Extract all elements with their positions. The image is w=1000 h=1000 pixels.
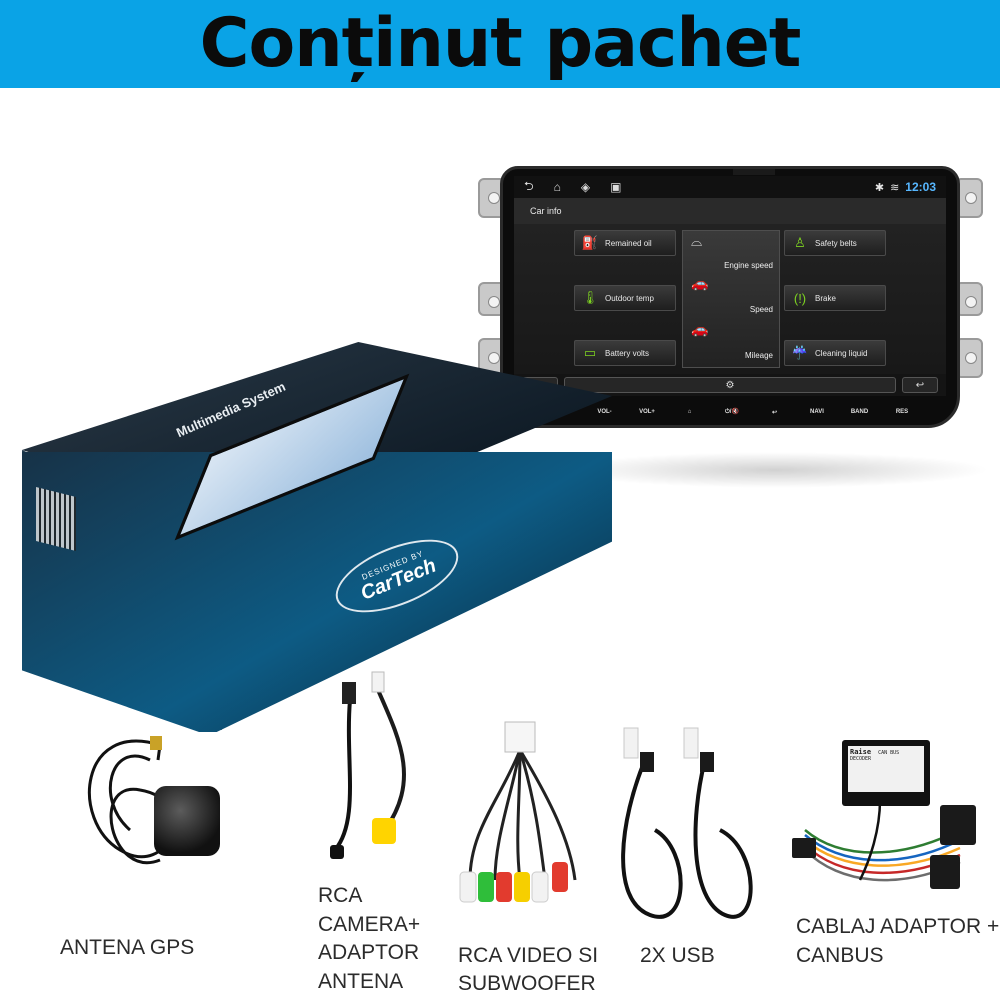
hw-button-vol-down[interactable]: VOL- [597,409,612,415]
rca-red-plug-2 [552,862,568,892]
caption-canbus: CABLAJ ADAPTOR + CANBUS [796,915,1000,967]
tile-cleaning-liquid[interactable]: ☔ Cleaning liquid [784,340,886,366]
speed-label: Speed [749,305,773,314]
header-banner: Conținut pachet [0,0,1000,88]
decoder-title: CAN BUS DECODER [850,750,900,762]
thermometer-icon: 🌡 [581,290,599,305]
decoder-label: Raise CAN BUS DECODER [848,746,924,792]
tile-safety-belts[interactable]: ♙ Safety belts [784,230,886,256]
rca-harness [468,749,577,881]
mount-bracket-top-right [955,178,983,218]
device-shadow [560,452,990,488]
canbus-connector-left [792,838,816,858]
tile-label: Battery volts [605,348,650,358]
mileage-label: Mileage [744,351,773,360]
rca-green-plug [478,872,494,902]
tile-brake[interactable]: (!) Brake [784,285,886,311]
wifi-icon: ≋ [890,181,900,194]
screen-title: Car info [530,206,562,216]
rca-yellow-plug [372,818,396,844]
decoder-brand: Raise [850,748,872,756]
head-unit-device: ⮌ ⌂ ◈ ▣ ✱ ≋ 12:03 Car info ⛽ Remained oi… [478,158,983,430]
center-status-panel: ⌓ Engine speed 🚗 Speed 🚗 Mileage [682,230,780,368]
hw-button-vol-up[interactable]: VOL+ [639,409,655,415]
usb-head-1 [640,752,654,772]
fuel-pump-icon: ⛽ [581,235,599,250]
canbus-decoder: Raise CAN BUS DECODER [842,740,930,806]
gps-connector [150,736,162,750]
back-icon[interactable]: ⮌ [524,178,534,193]
usb-head-2 [700,752,714,772]
hw-button-back[interactable]: ↩ [771,409,778,416]
back-icon: ↩ [915,379,925,391]
screen-bottom-nav: ⌂ ⚙ ↩ [514,374,946,396]
box-qr-code [36,487,76,551]
box-front-face [22,452,612,732]
tile-label: Brake [815,293,836,303]
rca-red-plug [496,872,512,902]
tile-label: Safety belts [815,238,857,248]
usb-plug-2 [683,727,699,759]
brake-warning-icon: (!) [793,290,807,306]
rca-white-plug-2 [531,871,549,903]
antenna-end [330,845,344,859]
hw-button-power-mute[interactable]: ⏻/🔇 [725,409,739,415]
screen-title-bar: Car info [514,198,946,224]
clock: 12:03 [905,180,936,194]
status-bar: ⮌ ⌂ ◈ ▣ ✱ ≋ 12:03 [514,176,946,198]
hw-button-res[interactable]: RES [895,409,909,415]
battery-icon: ▭ [583,345,597,360]
status-right: ✱ ≋ 12:03 [875,180,936,194]
page-title: Conținut pachet [199,4,802,83]
screenshot-icon[interactable]: ▣ [610,180,622,194]
gps-antenna-puck [154,786,220,856]
usb-cables [621,759,753,919]
hw-button-band[interactable]: BAND [850,409,869,415]
bezel-notch [733,169,775,175]
hw-button-home[interactable]: ⌂ [687,409,692,415]
engine-speed-label: Engine speed [724,261,773,270]
car-icon: 🚗 [691,275,709,291]
device-screen: ⮌ ⌂ ◈ ▣ ✱ ≋ 12:03 Car info ⛽ Remained oi… [514,176,946,396]
tile-outdoor-temp[interactable]: 🌡 Outdoor temp [574,285,676,311]
settings-button[interactable]: ⚙ [564,377,896,393]
canbus-connector-bottom [930,855,960,889]
car-info-grid: ⛽ Remained oil 🌡 Outdoor temp ▭ Battery … [514,224,946,374]
layers-icon[interactable]: ◈ [580,180,591,194]
canbus-connector-right [940,805,976,845]
washer-fluid-icon: ☔ [791,345,809,360]
caption-rca-video: RCA VIDEO SI SUBWOOFER [458,944,599,995]
rca-yellow-plug-2 [514,872,530,902]
seatbelt-icon: ♙ [794,235,806,250]
tile-battery-volts[interactable]: ▭ Battery volts [574,340,676,366]
caption-usb: 2X USB [640,944,715,967]
rca-white-plug [459,871,477,903]
car-icon: 🚗 [691,321,709,337]
tile-label: Remained oil [605,238,652,248]
gear-icon: ⚙ [725,379,735,391]
home-icon[interactable]: ⌂ [553,180,561,194]
canbus-harness [804,799,961,882]
tile-remained-oil[interactable]: ⛽ Remained oil [574,230,676,256]
hw-button-navi[interactable]: NAVI [810,409,824,415]
product-box: Multimedia System DESIGNED BY CarTech [22,342,612,732]
nav-back-button[interactable]: ↩ [902,377,938,393]
bluetooth-icon: ✱ [874,181,885,194]
caption-rca-camera: RCA CAMERA+ ADAPTOR ANTENA [318,884,421,993]
caption-gps: ANTENA GPS [60,936,195,959]
tile-label: Outdoor temp [605,293,654,303]
tile-label: Cleaning liquid [815,348,868,358]
wiper-icon: ⌓ [691,233,703,249]
usb-plug-1 [623,727,639,759]
